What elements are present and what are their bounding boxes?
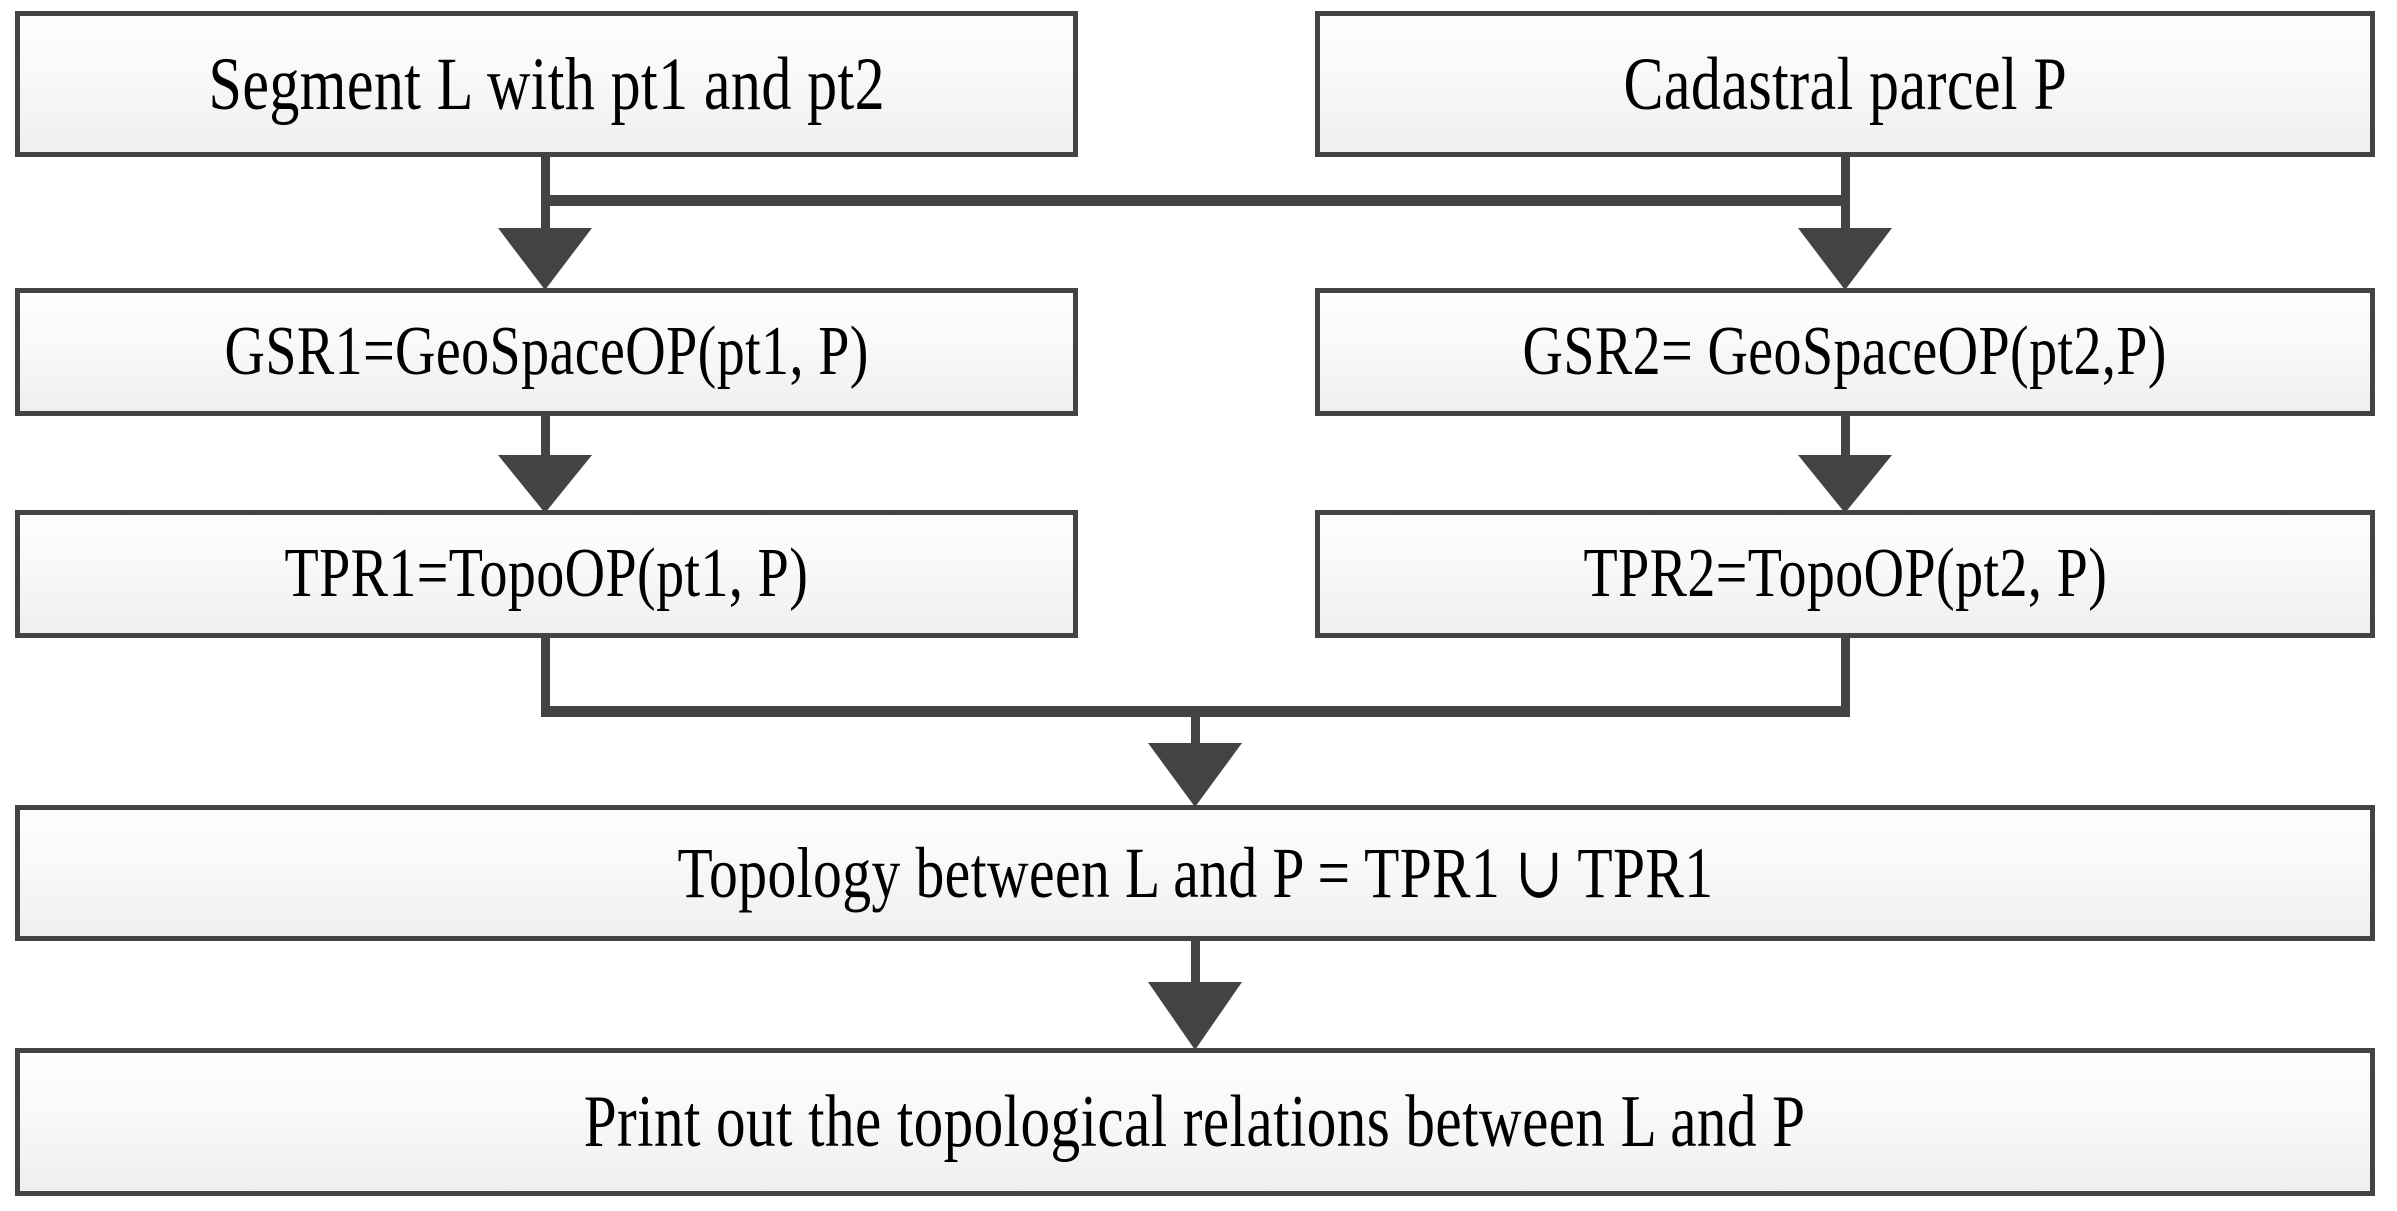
node-segment-label: Segment L with pt1 and pt2 bbox=[208, 42, 885, 126]
node-tpr2[interactable]: TPR2=TopoOP(pt2, P) bbox=[1315, 510, 2375, 638]
connector-parcel-down bbox=[1841, 152, 1850, 267]
connector-gsr2-down bbox=[1841, 411, 1850, 463]
connector-segment-down bbox=[541, 152, 550, 267]
arrow-down-icon-to-print bbox=[1148, 982, 1242, 1050]
node-topology-result[interactable]: Topology between L and P = TPR1 ∪ TPR1 bbox=[15, 805, 2375, 941]
connector-tpr1-down bbox=[541, 633, 550, 717]
node-gsr2[interactable]: GSR2= GeoSpaceOP(pt2,P) bbox=[1315, 288, 2375, 416]
connector-split-bar bbox=[541, 195, 1850, 206]
arrow-down-icon-to-gsr1 bbox=[498, 228, 592, 290]
node-print-output-label: Print out the topological relations betw… bbox=[584, 1081, 1806, 1163]
connector-merge-bar bbox=[541, 706, 1850, 717]
node-gsr1[interactable]: GSR1=GeoSpaceOP(pt1, P) bbox=[15, 288, 1078, 416]
node-print-output[interactable]: Print out the topological relations betw… bbox=[15, 1048, 2375, 1196]
node-cadastral-parcel-label: Cadastral parcel P bbox=[1623, 42, 2067, 126]
node-cadastral-parcel[interactable]: Cadastral parcel P bbox=[1315, 11, 2375, 157]
node-tpr1-label: TPR1=TopoOP(pt1, P) bbox=[284, 535, 809, 612]
arrow-down-icon-to-tpr1 bbox=[498, 455, 592, 513]
connector-topology-down bbox=[1191, 937, 1200, 989]
node-segment[interactable]: Segment L with pt1 and pt2 bbox=[15, 11, 1078, 157]
node-tpr2-label: TPR2=TopoOP(pt2, P) bbox=[1583, 535, 2107, 612]
arrow-down-icon-to-topology bbox=[1148, 743, 1242, 807]
node-topology-result-label: Topology between L and P = TPR1 ∪ TPR1 bbox=[677, 833, 1713, 913]
node-tpr1[interactable]: TPR1=TopoOP(pt1, P) bbox=[15, 510, 1078, 638]
connector-merge-down bbox=[1191, 712, 1200, 770]
node-gsr2-label: GSR2= GeoSpaceOP(pt2,P) bbox=[1522, 313, 2168, 390]
arrow-down-icon-to-tpr2 bbox=[1798, 455, 1892, 513]
node-gsr1-label: GSR1=GeoSpaceOP(pt1, P) bbox=[224, 313, 869, 390]
arrow-down-icon-to-gsr2 bbox=[1798, 228, 1892, 290]
connector-gsr1-down bbox=[541, 411, 550, 463]
connector-tpr2-down bbox=[1841, 633, 1850, 717]
